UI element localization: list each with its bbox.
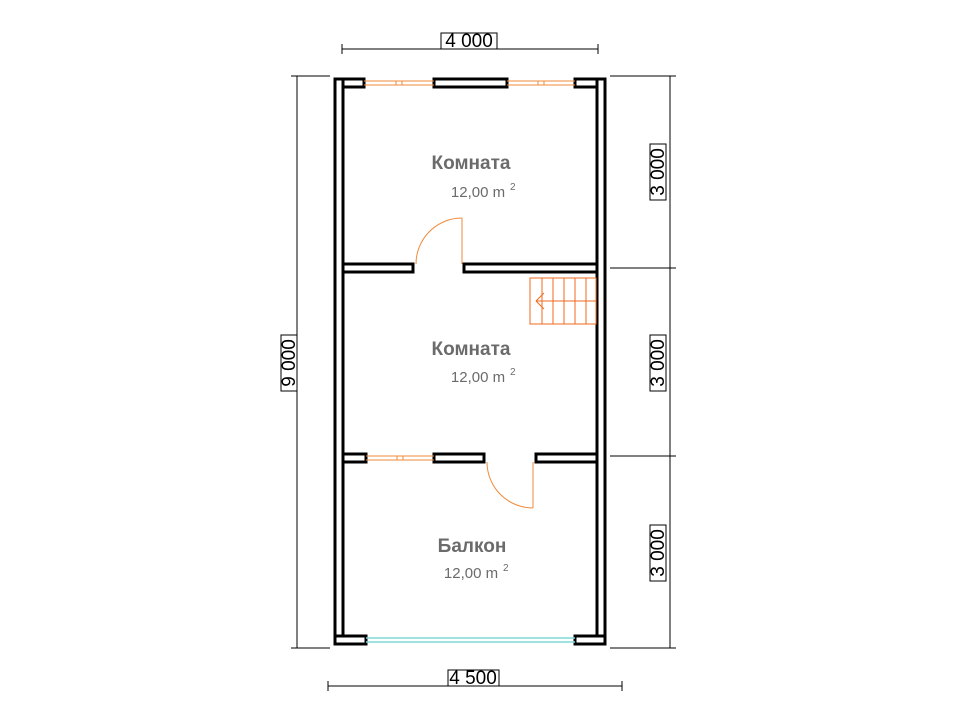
partition-1-left xyxy=(341,262,415,274)
section-2-label: 3 000 xyxy=(648,339,669,387)
room-3-name: Балкон xyxy=(438,536,507,557)
room-2-area-unit: 2 xyxy=(510,367,516,378)
wall-right xyxy=(595,77,607,646)
section-1-label: 3 000 xyxy=(648,148,669,196)
balcony-glazing xyxy=(366,637,575,643)
wall-top-middle xyxy=(432,77,509,89)
room-2-area: 12,00 m xyxy=(451,369,505,386)
window-top-right xyxy=(507,80,575,86)
wall-bottom-right xyxy=(573,634,607,646)
partition-2-middle xyxy=(432,452,486,464)
top-width-label: 4 000 xyxy=(445,31,493,52)
windows xyxy=(364,80,575,461)
room-2-name: Комната xyxy=(432,339,511,360)
partition-2-right xyxy=(534,452,599,464)
partition-2-left xyxy=(341,452,368,464)
section-3-label: 3 000 xyxy=(648,529,669,577)
room-1-name: Комната xyxy=(432,153,511,174)
walls xyxy=(333,77,607,646)
window-partition xyxy=(366,455,434,461)
dimension-lines xyxy=(280,32,676,691)
room-3-area-unit: 2 xyxy=(503,563,509,574)
doors xyxy=(415,217,534,509)
wall-left xyxy=(333,77,345,646)
total-height-label: 9 000 xyxy=(279,339,300,387)
room-3: Балкон 12,00 m 2 xyxy=(438,536,509,582)
window-top-left xyxy=(364,80,434,86)
room-1-area: 12,00 m xyxy=(451,184,505,201)
bottom-width-label: 4 500 xyxy=(449,668,497,689)
dimension-labels: 4 000 4 500 9 000 3 000 3 000 3 000 xyxy=(279,31,669,689)
room-1: Комната 12,00 m 2 xyxy=(432,153,516,201)
partition-1-right xyxy=(462,262,599,274)
door-upper xyxy=(415,217,463,265)
stairs xyxy=(529,277,597,325)
wall-bottom-left xyxy=(333,634,368,646)
door-lower xyxy=(486,461,534,509)
room-1-area-unit: 2 xyxy=(510,182,516,193)
room-2: Комната 12,00 m 2 xyxy=(432,339,516,386)
room-3-area: 12,00 m xyxy=(444,565,498,582)
